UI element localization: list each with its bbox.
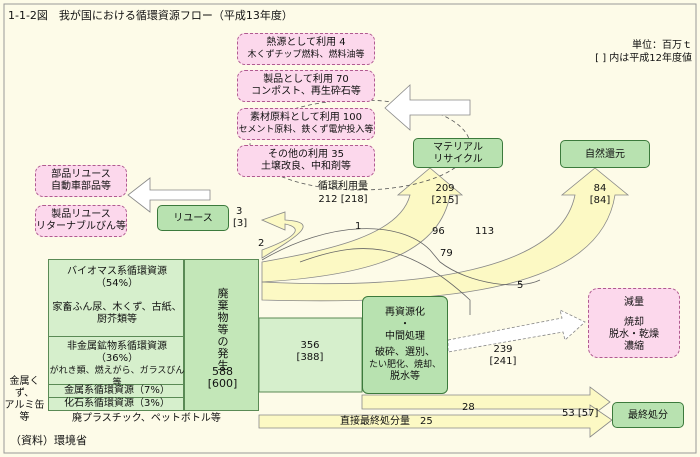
label-79: 79 xyxy=(440,248,453,259)
flow-recycle-arrow xyxy=(261,167,464,283)
generation-label: 廃棄物等の発生 xyxy=(217,287,229,372)
natural-return-box: 自然還元 xyxy=(560,140,650,168)
label-113: 113 xyxy=(475,226,495,237)
label-direct-value: 25 xyxy=(420,416,433,427)
label-reuse-in: 3 xyxy=(236,206,243,217)
source-nonmetal: 非金属鉱物系循環資源 （36%） がれき類、燃えがら、ガラスびん等 xyxy=(49,336,185,388)
source-note: （資料）環境省 xyxy=(10,434,87,447)
generation-value: 588 xyxy=(212,365,233,378)
recycled-value: 212 [218] xyxy=(318,194,368,205)
label-28: 28 xyxy=(462,402,475,413)
label-nat-prev: [84] xyxy=(589,195,611,206)
label-5: 5 xyxy=(517,280,524,291)
final-disposal-box: 最終処分 xyxy=(612,402,684,428)
hollow-arrow-reuse xyxy=(127,177,211,213)
label-final: 53 [57] xyxy=(562,408,599,419)
label-to-proc: 356 xyxy=(300,340,320,351)
label-to-proc-prev: [388] xyxy=(296,352,324,363)
reduction-box: 減量 焼却 脱水・乾燥 濃縮 xyxy=(588,288,680,358)
reuse-box: リユース xyxy=(157,205,229,231)
label-96: 96 xyxy=(432,226,445,237)
reuse-parts: 部品リユース自動車部品等 xyxy=(35,165,127,197)
processing-box: 再資源化 ・ 中間処理 破砕、選別、 たい肥化、焼却、 脱水等 xyxy=(362,296,448,394)
generation-prev: [600] xyxy=(207,377,238,390)
label-direct: 直接最終処分量 xyxy=(340,416,410,427)
material-recycle-box: マテリアルリサイクル xyxy=(413,138,503,168)
label-two: 2 xyxy=(258,238,265,249)
frame xyxy=(3,3,697,454)
flow-28-arrow xyxy=(361,386,611,418)
label-red: 239 xyxy=(493,344,513,355)
flow-direct-arrow xyxy=(258,404,613,438)
source-biomass: バイオマス系循環資源 （54%） 家畜ふん尿、木くず、古紙、 厨芥類等 xyxy=(52,266,182,325)
label-recycle-up: 209 xyxy=(435,183,455,194)
units-label: 単位：百万ｔ xyxy=(632,40,692,51)
label-red-prev: [241] xyxy=(489,356,517,367)
source-fossil: 化石系循環資源（3%） xyxy=(49,397,185,411)
diagram-title: 1-1-2図 我が国における循環資源フロー（平成13年度） xyxy=(8,9,293,22)
flow-to-processing xyxy=(258,317,363,393)
recycled-label: 循環利用量 xyxy=(318,181,368,192)
units-note: [ ] 内は平成12年度値 xyxy=(595,53,692,64)
source-metal: 金属系循環資源（7%） xyxy=(49,384,185,397)
metal-example: 金属くず、 アルミ缶 等 xyxy=(4,376,45,423)
label-reuse-in-prev: [3] xyxy=(233,218,248,229)
flow-reduction-arrow xyxy=(447,309,586,353)
reduction-items: 焼却 脱水・乾燥 濃縮 xyxy=(609,317,659,352)
label-one: 1 xyxy=(355,221,362,232)
label-nat: 84 xyxy=(593,183,607,194)
flow-reuse-arrow xyxy=(260,211,304,259)
hollow-arrow-uses xyxy=(384,84,471,131)
label-recycle-up-prev: [215] xyxy=(431,195,459,206)
generation-box: 廃棄物等の発生 588 [600] xyxy=(184,259,259,411)
fossil-example: 廃プラスチック、ペットボトル等 xyxy=(72,413,221,424)
sources-panel: バイオマス系循環資源 （54%） 家畜ふん尿、木くず、古紙、 厨芥類等 非金属鉱… xyxy=(48,259,185,411)
flow-proc-lines xyxy=(261,228,541,315)
reuse-products: 製品リユースリターナブルびん等 xyxy=(35,205,127,237)
